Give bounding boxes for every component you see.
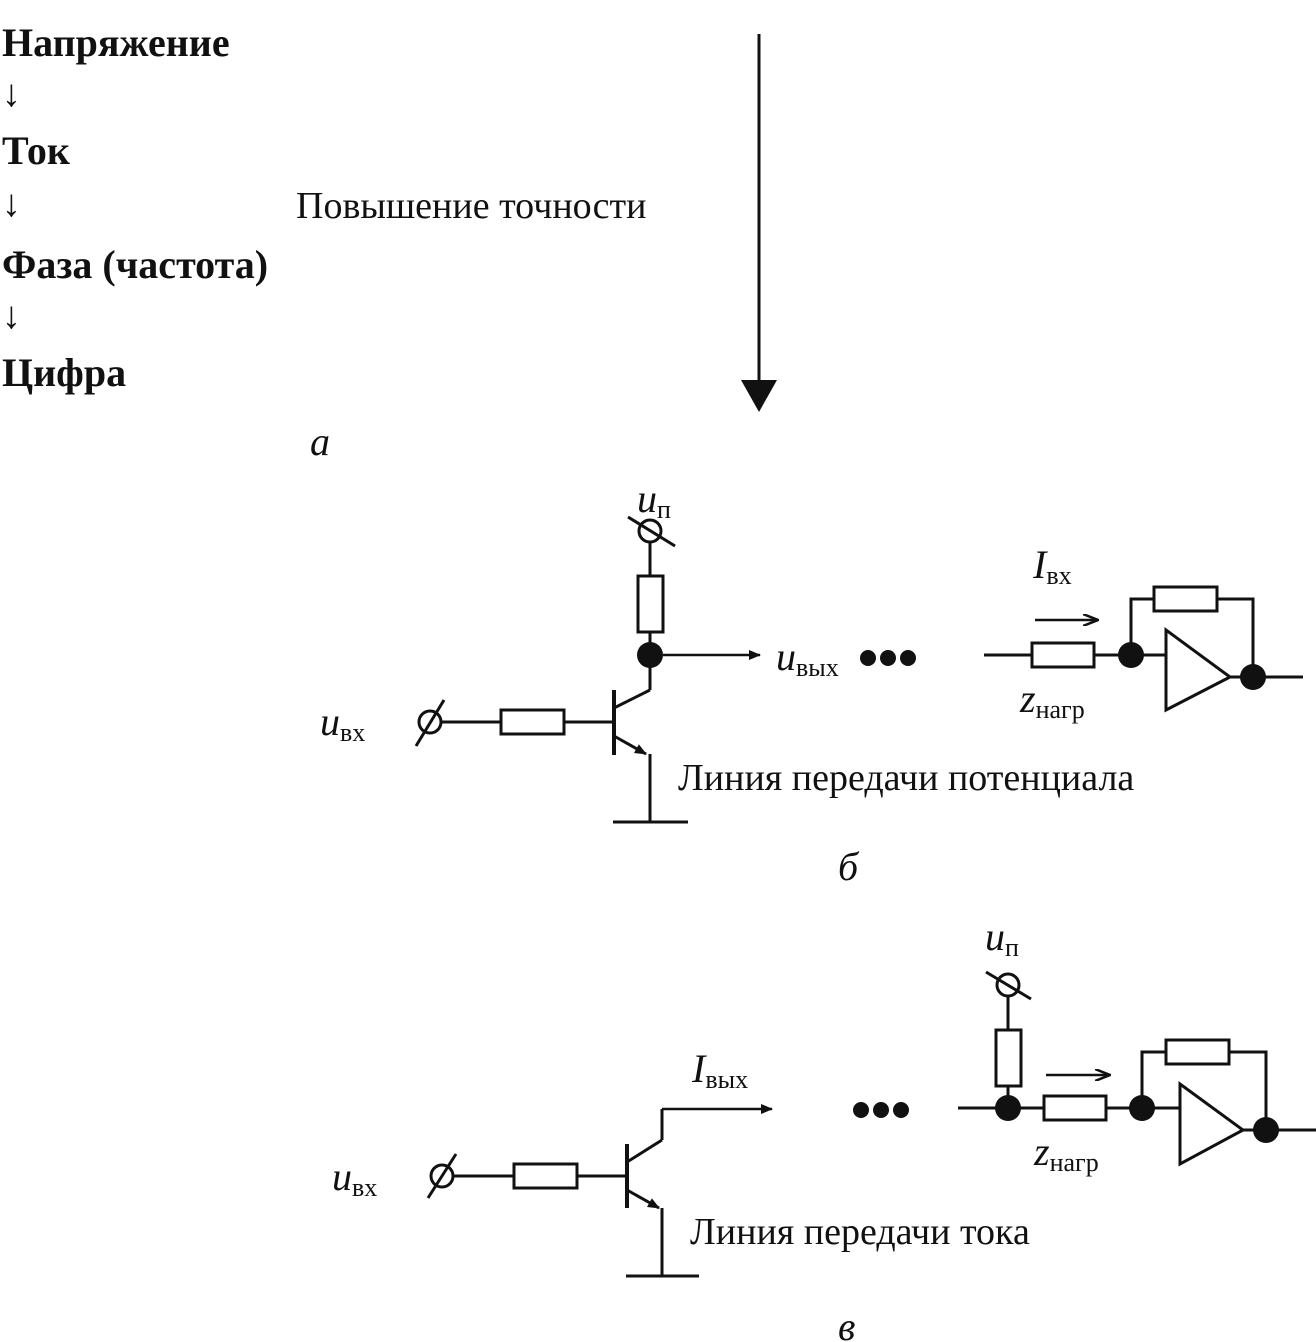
down-arrow-2: ↓: [2, 183, 21, 225]
amp-output-node-c: [1253, 1117, 1279, 1143]
base-resistor-b: [499, 708, 566, 736]
wire: [1140, 1050, 1166, 1108]
line-label-c: Линия передачи тока: [690, 1211, 1030, 1253]
amplifier-c: [1178, 1081, 1246, 1167]
part-b: uп uвых uвх Линия передачи потенци: [320, 476, 1303, 889]
part-c: Iвых uвх Линия передачи тока uп: [332, 914, 1316, 1342]
amplifier-b: [1164, 627, 1233, 713]
supply-terminal-slash-b: [627, 515, 676, 548]
part-a: Напряжение ↓ Ток ↓ Фаза (частота) ↓ Цифр…: [2, 20, 777, 464]
wire: [1129, 597, 1154, 655]
load-resistor-b: [1030, 641, 1096, 669]
input-label-c: uвх: [332, 1154, 377, 1202]
output-label-b: uвых: [776, 634, 839, 682]
supply-terminal-slash-c: [985, 970, 1032, 1001]
transistor-c: [625, 1138, 699, 1278]
amp-output-node-b: [1240, 664, 1266, 690]
caption-c: в: [838, 1304, 855, 1342]
feedback-resistor-c: [1164, 1038, 1231, 1066]
caption-b: б: [838, 844, 860, 889]
ellipsis-dots-c: [853, 1102, 909, 1118]
output-label-c: Iвых: [691, 1046, 748, 1094]
caption-a: а: [310, 419, 330, 464]
load-label-b: zнагр: [1019, 676, 1085, 724]
pullup-resistor-c: [994, 1028, 1023, 1088]
load-current-label-b: Iвх: [1032, 542, 1072, 590]
transistor-b: [612, 688, 688, 824]
wire: [1217, 597, 1255, 677]
line-node-c: [995, 1095, 1021, 1121]
supply-label-b: uп: [637, 476, 671, 524]
level-digital: Цифра: [2, 350, 126, 395]
down-arrow-1: ↓: [2, 73, 21, 115]
input-terminal-slash-b: [414, 699, 446, 747]
supply-label-c: uп: [985, 914, 1019, 962]
accuracy-increase-label: Повышение точности: [296, 185, 646, 227]
level-voltage: Напряжение: [2, 20, 230, 65]
level-phase: Фаза (частота): [2, 242, 268, 287]
input-label-b: uвх: [320, 699, 365, 747]
wire: [1229, 1050, 1268, 1130]
base-resistor-c: [512, 1162, 579, 1190]
input-terminal-slash-c: [426, 1153, 458, 1199]
ellipsis-dots-b: [860, 650, 916, 666]
accuracy-axis-arrowhead: [741, 380, 777, 412]
line-label-b: Линия передачи потенциала: [678, 757, 1134, 799]
collector-node-b: [637, 642, 663, 668]
load-resistor-c: [1042, 1094, 1108, 1122]
down-arrow-3: ↓: [2, 295, 21, 337]
load-label-c: zнагр: [1033, 1129, 1099, 1177]
feedback-resistor-b: [1152, 585, 1219, 613]
collector-resistor-b: [636, 574, 665, 634]
level-current: Ток: [2, 128, 70, 173]
